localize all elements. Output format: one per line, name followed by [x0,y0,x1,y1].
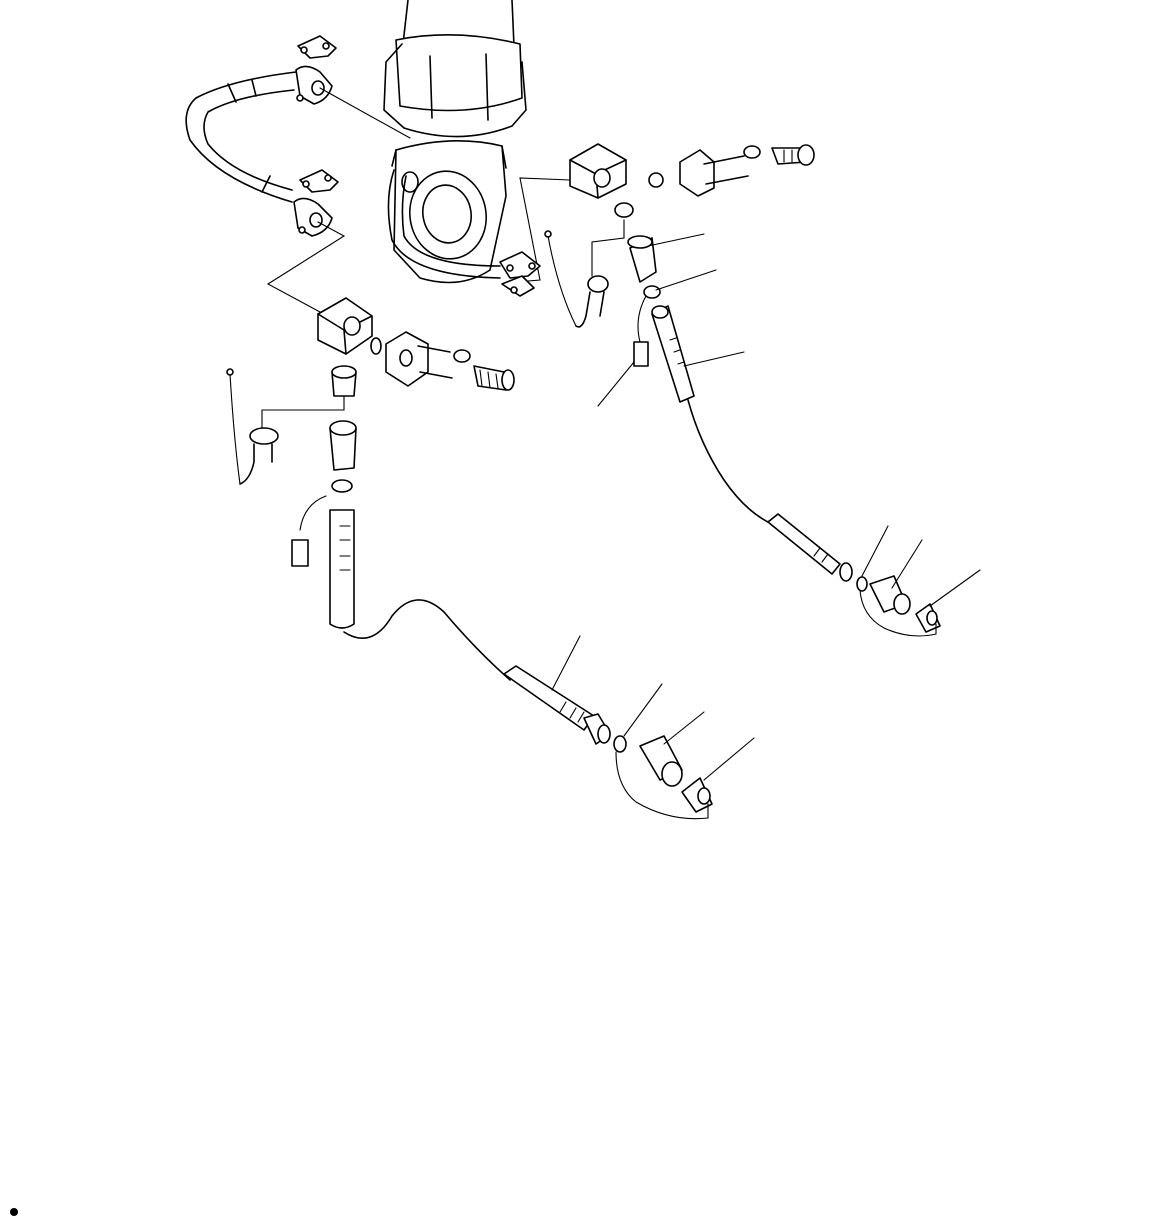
lower-hose [330,510,754,819]
right-connector-block [388,144,980,636]
corner-mark [10,1208,18,1216]
hydraulic-cylinder [384,0,526,283]
left-connector-block [227,298,514,566]
upper-hose-assembly [186,36,410,312]
